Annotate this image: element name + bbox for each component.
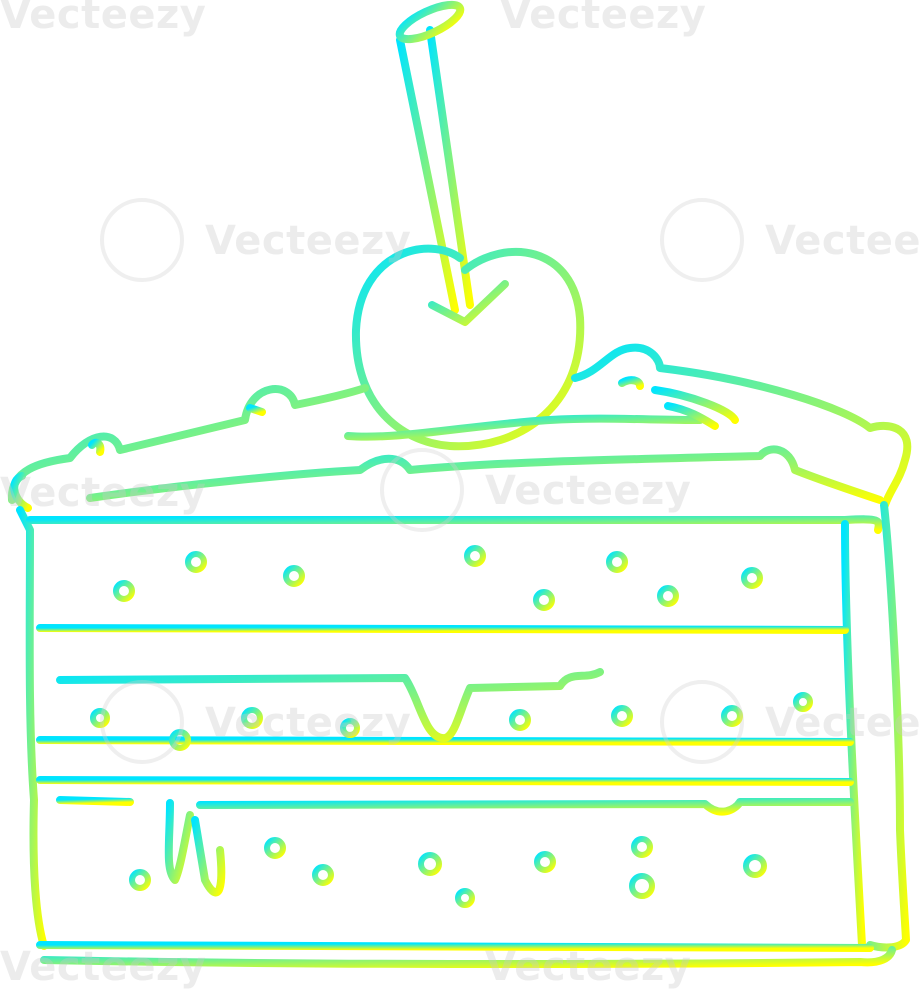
cake-top-icing: [7, 343, 912, 512]
cherry-stem: [395, 0, 509, 326]
cherry: [351, 244, 585, 451]
cake-layer-lines: [36, 624, 854, 897]
cake-body-outline: [16, 501, 910, 969]
cake-sprinkles: [90, 545, 813, 908]
